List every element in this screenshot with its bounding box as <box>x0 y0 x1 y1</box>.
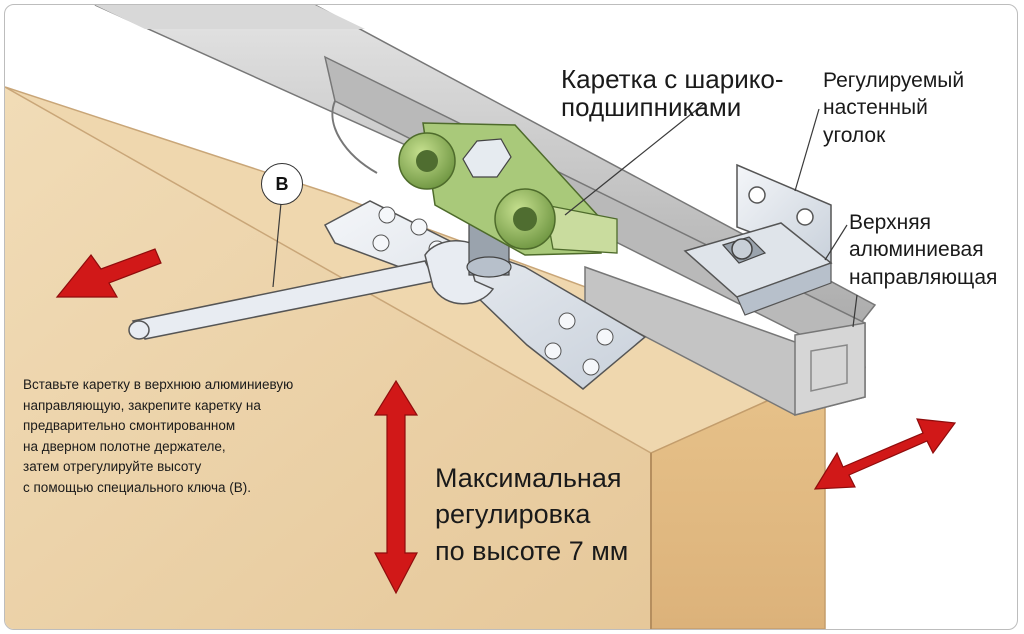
wrench-marker-text: B <box>275 173 289 194</box>
leader-lines <box>272 102 858 328</box>
rail-label-line-3: направляющая <box>849 265 998 289</box>
carriage-label-line-2: подшипниками <box>561 92 742 123</box>
max-adjustment-line-3: по высоте 7 мм <box>435 535 629 566</box>
max-adjustment-line-2: регулировка <box>435 499 591 530</box>
bracket-label: Регулируемый настенный уголок <box>823 67 964 149</box>
red-arrows <box>55 248 957 595</box>
max-adjustment-line-1: Максимальная <box>435 463 622 493</box>
instruction-line: Вставьте каретку в верхнюю алюминиевую <box>23 377 294 392</box>
bracket-label-line-1: Регулируемый <box>823 69 965 92</box>
wall-bracket <box>683 163 833 316</box>
instruction-line: предварительно смонтированном <box>23 418 236 434</box>
bracket-label-line-2: настенный <box>823 96 928 120</box>
diagram-frame: B Каретка с шарико- подшипниками Регулир… <box>4 4 1018 630</box>
instructions-text: Вставьте каретку в верхнюю алюминиевую н… <box>23 375 383 498</box>
carriage-label: Каретка с шарико- подшипниками <box>561 65 784 121</box>
instruction-line: направляющую, закрепите каретку на <box>23 397 261 413</box>
rail-label-line-1: Верхняя <box>849 211 931 234</box>
installation-illustration <box>5 5 957 629</box>
rail-label: Верхняя алюминиевая направляющая <box>849 209 997 291</box>
bracket-label-line-3: уголок <box>823 123 886 147</box>
height-arrow-vertical <box>373 379 419 595</box>
max-adjustment-label: Максимальная регулировка по высоте 7 мм <box>435 460 628 569</box>
instruction-line: затем отрегулируйте высоту <box>23 459 202 475</box>
slide-direction-arrow-left <box>55 248 162 298</box>
bearing-carriage <box>398 122 618 278</box>
carriage-label-line-1: Каретка с шарико- <box>561 64 784 94</box>
rail-label-line-2: алюминиевая <box>849 238 984 262</box>
slide-direction-arrow-right <box>813 418 957 490</box>
instruction-line: с помощью специального ключа (В). <box>23 479 252 495</box>
instruction-line: на дверном полотне держателе, <box>23 438 226 454</box>
wrench-marker-b: B <box>261 163 303 205</box>
